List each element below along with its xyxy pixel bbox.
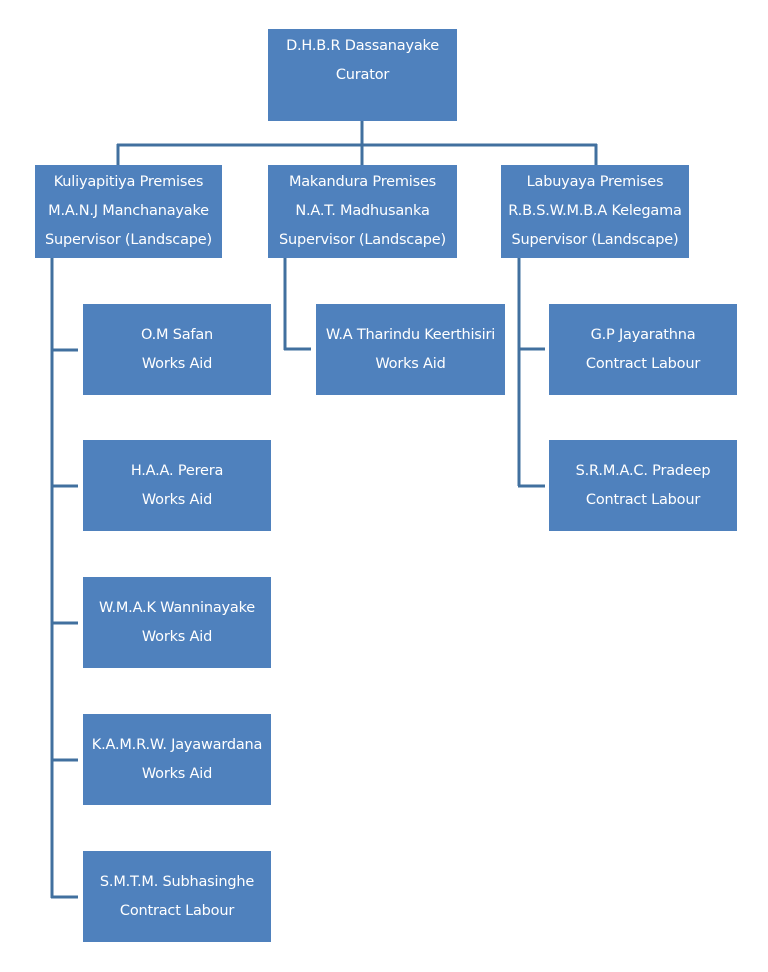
node-title: Supervisor (Landscape) [45, 232, 212, 248]
node-title: Contract Labour [585, 355, 701, 372]
node-title: Curator [335, 67, 390, 83]
node-premises: Kuliyapitiya Premises [53, 174, 204, 190]
node-curator: D.H.B.R Dassanayake Curator [268, 29, 457, 121]
node-staff: K.A.M.R.W. Jayawardana Works Aid [83, 714, 271, 805]
node-name: K.A.M.R.W. Jayawardana [91, 736, 263, 753]
node-staff: S.R.M.A.C. Pradeep Contract Labour [549, 440, 737, 531]
node-name: S.R.M.A.C. Pradeep [575, 462, 711, 479]
node-title: Supervisor (Landscape) [511, 232, 679, 248]
node-supervisor-makandura: Makandura Premises N.A.T. Madhusanka Sup… [268, 165, 457, 258]
node-name: W.A Tharindu Keerthisiri [325, 326, 496, 343]
node-supervisor-kuliyapitiya: Kuliyapitiya Premises M.A.N.J Manchanaya… [35, 165, 222, 258]
node-name: M.A.N.J Manchanayake [48, 203, 209, 219]
node-title: Works Aid [141, 765, 213, 782]
node-name: W.M.A.K Wanninayake [98, 599, 256, 616]
node-staff: G.P Jayarathna Contract Labour [549, 304, 737, 395]
node-title: Supervisor (Landscape) [279, 232, 446, 248]
node-name: D.H.B.R Dassanayake [286, 38, 439, 54]
node-staff: O.M Safan Works Aid [83, 304, 271, 395]
node-title: Works Aid [141, 491, 213, 508]
node-staff: W.M.A.K Wanninayake Works Aid [83, 577, 271, 668]
node-title: Contract Labour [119, 902, 235, 919]
node-title: Contract Labour [585, 491, 701, 508]
node-name: R.B.S.W.M.B.A Kelegama [508, 203, 682, 219]
node-staff: H.A.A. Perera Works Aid [83, 440, 271, 531]
node-title: Works Aid [375, 355, 446, 372]
node-name: S.M.T.M. Subhasinghe [99, 873, 255, 890]
node-premises: Makandura Premises [288, 174, 437, 190]
node-name: N.A.T. Madhusanka [295, 203, 430, 219]
node-name: G.P Jayarathna [590, 326, 696, 343]
node-title: Works Aid [141, 628, 213, 645]
node-staff: W.A Tharindu Keerthisiri Works Aid [316, 304, 505, 395]
node-title: Works Aid [141, 355, 213, 372]
node-supervisor-labuyaya: Labuyaya Premises R.B.S.W.M.B.A Kelegama… [501, 165, 689, 258]
node-premises: Labuyaya Premises [526, 174, 664, 190]
node-staff: S.M.T.M. Subhasinghe Contract Labour [83, 851, 271, 942]
node-name: O.M Safan [140, 326, 214, 343]
node-name: H.A.A. Perera [130, 462, 224, 479]
